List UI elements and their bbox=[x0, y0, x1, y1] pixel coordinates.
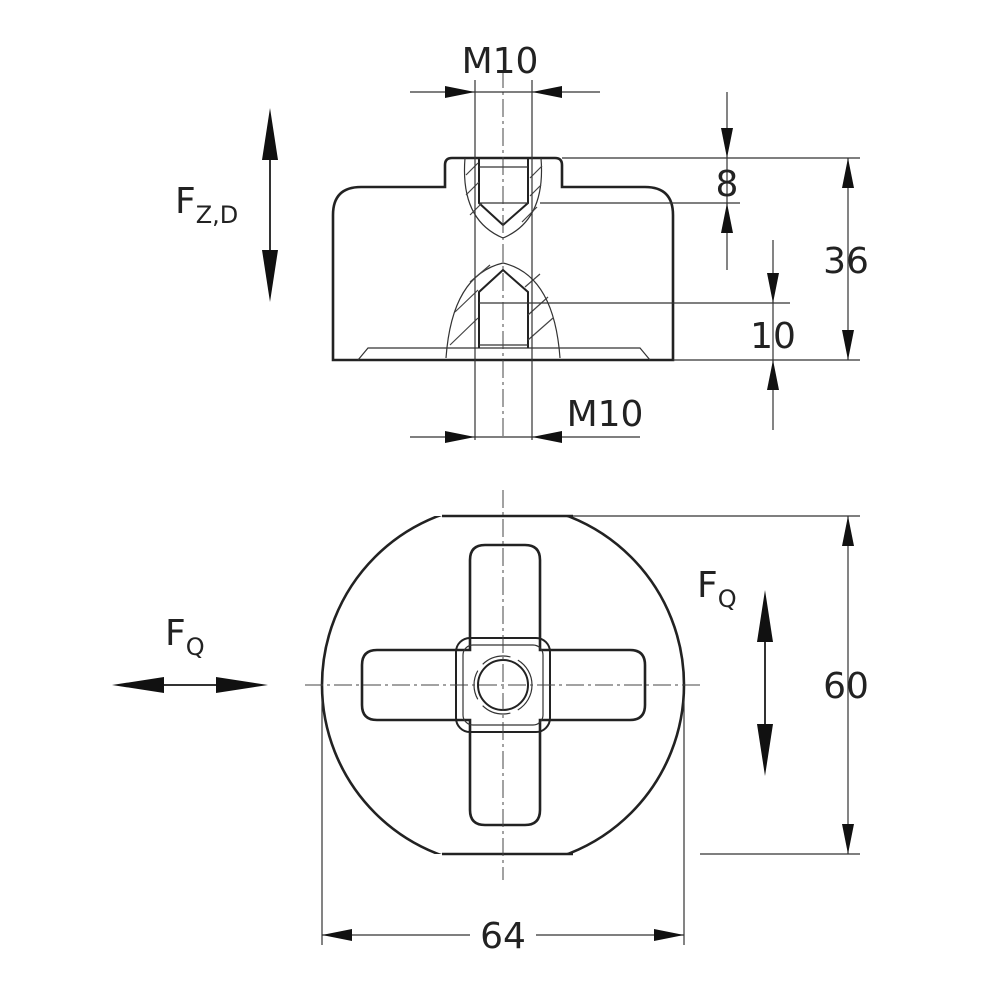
center-lines bbox=[305, 490, 700, 880]
top-view: 60 64 FQ FQ bbox=[112, 490, 869, 957]
body-outline bbox=[331, 156, 675, 362]
thread-bottom-label: M10 bbox=[567, 394, 644, 435]
cross-boss bbox=[360, 543, 647, 827]
axial-force-arrow bbox=[262, 108, 278, 302]
dim-bottom-depth: 10 bbox=[750, 316, 796, 357]
flats bbox=[442, 514, 573, 856]
dim-width-flats: 60 bbox=[823, 666, 869, 707]
axial-force-label: FZ,D bbox=[175, 181, 238, 229]
dim-diameter: 64 bbox=[480, 916, 526, 957]
lateral-force-arrow-left bbox=[112, 677, 268, 693]
lateral-force-label-right: FQ bbox=[697, 565, 737, 613]
dim-height: 36 bbox=[823, 241, 869, 282]
side-view: M10 8 36 10 M10 FZ,D bbox=[175, 41, 869, 443]
thread-top-label: M10 bbox=[462, 41, 539, 82]
lateral-force-arrow-right bbox=[757, 590, 773, 776]
dim-top-depth: 8 bbox=[716, 164, 739, 205]
bottom-threaded-insert bbox=[445, 262, 561, 359]
base-chamfer bbox=[357, 347, 651, 361]
lateral-force-label-left: FQ bbox=[165, 613, 205, 661]
